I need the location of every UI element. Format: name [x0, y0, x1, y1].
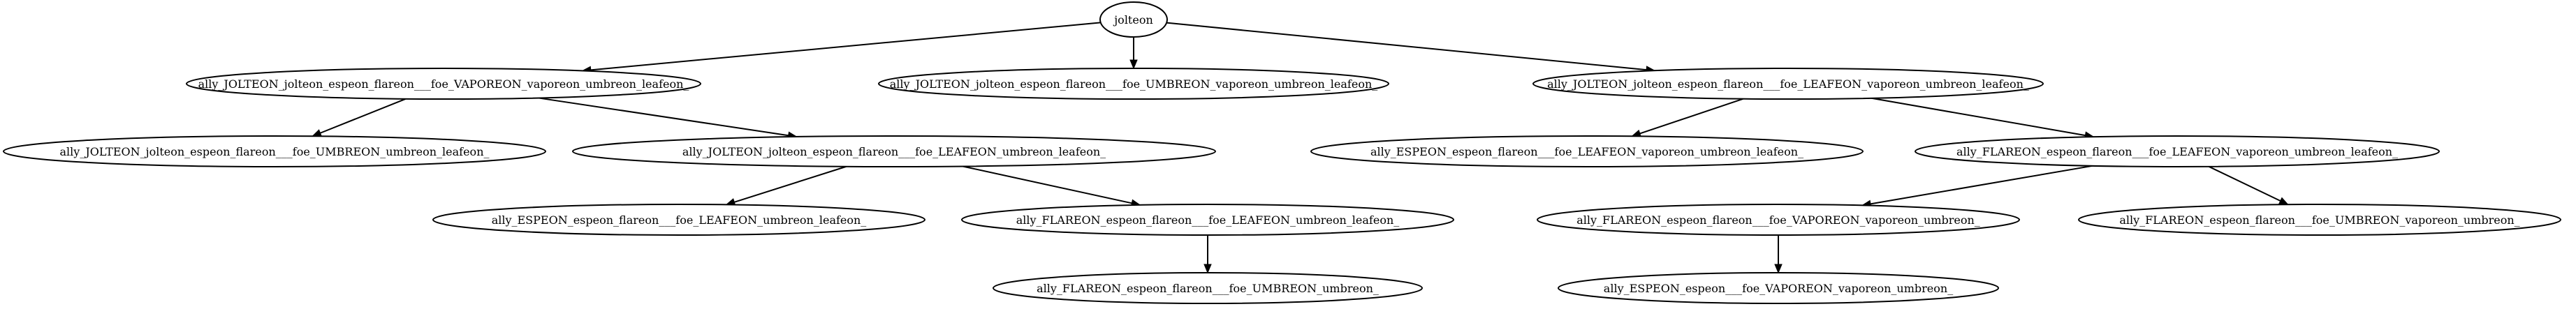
- node-ellipse: [1532, 68, 2044, 100]
- edge-n3-n6: [1639, 98, 1744, 135]
- node-label: ally_JOLTEON_jolteon_espeon_flareon___fo…: [1547, 77, 2029, 91]
- node-label: ally_JOLTEON_jolteon_espeon_flareon___fo…: [682, 145, 1106, 158]
- node-ally-flareon-foe-vaporeon[interactable]: ally_FLAREON_espeon_flareon___foe_VAPORE…: [1537, 204, 2020, 236]
- node-ally-espeon-foe-vaporeon[interactable]: ally_ESPEON_espeon___foe_VAPOREON_vapore…: [1558, 272, 1999, 304]
- edge-n7-n10: [1870, 165, 2093, 205]
- node-label: ally_ESPEON_espeon___foe_VAPOREON_vapore…: [1604, 282, 1953, 295]
- edge-n7-n11: [2209, 165, 2281, 202]
- node-label: ally_FLAREON_espeon_flareon___foe_LEAFEO…: [1956, 145, 2398, 158]
- node-ally-jolteon-foe-umbreon-umbreon-leafeon[interactable]: ally_JOLTEON_jolteon_espeon_flareon___fo…: [3, 135, 546, 167]
- edge-n3-n7: [1871, 97, 2086, 137]
- node-ally-jolteon-foe-leafeon-umbreon-leafeon[interactable]: ally_JOLTEON_jolteon_espeon_flareon___fo…: [572, 135, 1216, 167]
- node-ellipse: [186, 68, 701, 100]
- node-label: ally_FLAREON_espeon_flareon___foe_UMBREO…: [1037, 282, 1379, 295]
- edge-n1-n5: [538, 97, 789, 137]
- node-ellipse: [1558, 272, 1999, 304]
- edge-arrowhead: [1774, 264, 1783, 274]
- node-ellipse: [432, 204, 925, 236]
- node-ellipse: [1537, 204, 2020, 236]
- node-ellipse: [3, 135, 546, 167]
- node-label: ally_ESPEON_espeon_flareon___foe_LEAFEON…: [492, 213, 867, 227]
- edge-arrowhead: [1203, 264, 1212, 274]
- node-ally-flareon-foe-leafeon-vaporeon[interactable]: ally_FLAREON_espeon_flareon___foe_LEAFEO…: [1915, 135, 2440, 167]
- node-ally-flareon-foe-umbreon-umbreon[interactable]: ally_FLAREON_espeon_flareon___foe_UMBREO…: [993, 272, 1423, 304]
- node-ellipse: [2078, 204, 2561, 236]
- edge-n0-n1: [590, 22, 1101, 71]
- node-label: ally_FLAREON_espeon_flareon___foe_UMBREO…: [2119, 213, 2519, 227]
- node-ally-espeon-foe-leafeon-umbreon[interactable]: ally_ESPEON_espeon_flareon___foe_LEAFEON…: [432, 204, 925, 236]
- node-label: ally_JOLTEON_jolteon_espeon_flareon___fo…: [890, 77, 1378, 91]
- node-ellipse: [993, 272, 1423, 304]
- node-ellipse: [572, 135, 1216, 167]
- edge-arrowhead: [1129, 59, 1138, 70]
- node-ally-jolteon-foe-vaporeon[interactable]: ally_JOLTEON_jolteon_espeon_flareon___fo…: [186, 68, 701, 100]
- node-ally-flareon-foe-leafeon-umbreon[interactable]: ally_FLAREON_espeon_flareon___foe_LEAFEO…: [961, 204, 1454, 236]
- edge-layer: [312, 22, 2289, 274]
- edge-n5-n8: [733, 165, 847, 203]
- node-ally-flareon-foe-umbreon-vaporeon[interactable]: ally_FLAREON_espeon_flareon___foe_UMBREO…: [2078, 204, 2561, 236]
- node-label: ally_FLAREON_espeon_flareon___foe_VAPORE…: [1576, 213, 1980, 227]
- edge-n0-n3: [1166, 22, 1647, 71]
- edge-arrowhead: [2278, 197, 2289, 205]
- node-ellipse: [1915, 135, 2440, 167]
- node-ellipse: [1310, 135, 1864, 167]
- node-label: jolteon: [1113, 13, 1153, 27]
- node-label: ally_FLAREON_espeon_flareon___foe_LEAFEO…: [1016, 213, 1400, 227]
- edge-n5-n9: [963, 165, 1132, 204]
- node-ally-jolteon-foe-umbreon[interactable]: ally_JOLTEON_jolteon_espeon_flareon___fo…: [878, 68, 1389, 100]
- edge-n1-n4: [320, 98, 407, 134]
- edge-arrowhead: [312, 129, 323, 137]
- node-label: ally_JOLTEON_jolteon_espeon_flareon___fo…: [198, 77, 689, 91]
- node-ellipse: [878, 68, 1389, 100]
- node-ally-jolteon-foe-leafeon[interactable]: ally_JOLTEON_jolteon_espeon_flareon___fo…: [1532, 68, 2044, 100]
- node-label: ally_JOLTEON_jolteon_espeon_flareon___fo…: [60, 145, 490, 158]
- node-ally-espeon-foe-leafeon-vaporeon[interactable]: ally_ESPEON_espeon_flareon___foe_LEAFEON…: [1310, 135, 1864, 167]
- node-ellipse: [1099, 1, 1168, 38]
- node-jolteon[interactable]: jolteon: [1099, 1, 1168, 38]
- node-ellipse: [961, 204, 1454, 236]
- node-label: ally_ESPEON_espeon_flareon___foe_LEAFEON…: [1370, 145, 1803, 158]
